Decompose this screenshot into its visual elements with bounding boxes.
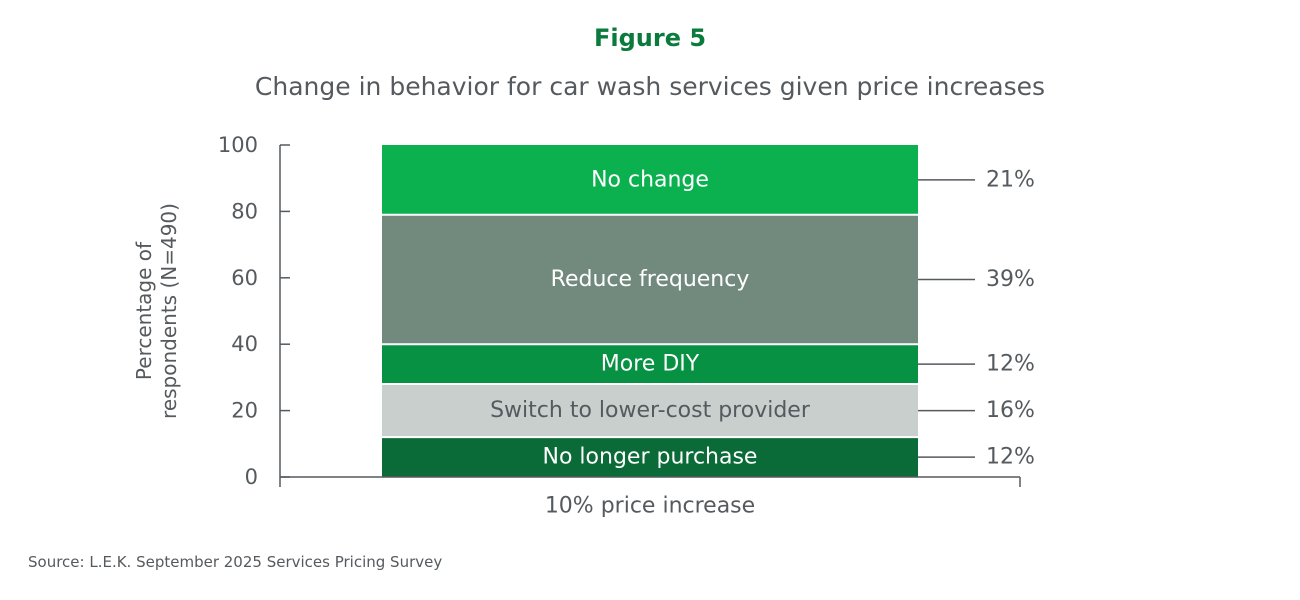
bar-segment [382, 214, 918, 345]
y-tick-label: 60 [231, 266, 258, 290]
bar-segment [382, 145, 918, 215]
data-label: 21% [986, 167, 1035, 192]
y-axis-label: Percentage ofrespondents (N=490) [132, 203, 181, 419]
y-tick-label: 40 [231, 332, 258, 356]
segment-label: Switch to lower-cost provider [490, 398, 811, 423]
chart-title: Change in behavior for car wash services… [254, 72, 1046, 101]
bar-segment [382, 384, 918, 438]
y-tick-label: 20 [231, 399, 258, 423]
figure-label: Figure 5 [593, 24, 707, 52]
data-label: 16% [986, 398, 1035, 423]
bar-segment [382, 344, 918, 385]
segment-label: More DIY [601, 352, 700, 377]
source-note: Source: L.E.K. September 2025 Services P… [28, 553, 443, 571]
x-tick-label: 10% price increase [545, 494, 755, 519]
y-tick-label: 80 [231, 199, 258, 223]
y-axis-label-line: Percentage of [132, 241, 156, 380]
data-label: 12% [986, 352, 1035, 377]
segment-label: No longer purchase [543, 445, 758, 470]
segment-label: Reduce frequency [551, 267, 750, 292]
data-label: 12% [986, 445, 1035, 470]
y-tick-label: 100 [218, 133, 258, 157]
data-label: 39% [986, 267, 1035, 292]
y-tick-label: 0 [245, 465, 258, 489]
segment-label: No change [591, 167, 709, 192]
bar-segment [382, 437, 918, 477]
y-axis-label-line: respondents (N=490) [157, 203, 181, 419]
